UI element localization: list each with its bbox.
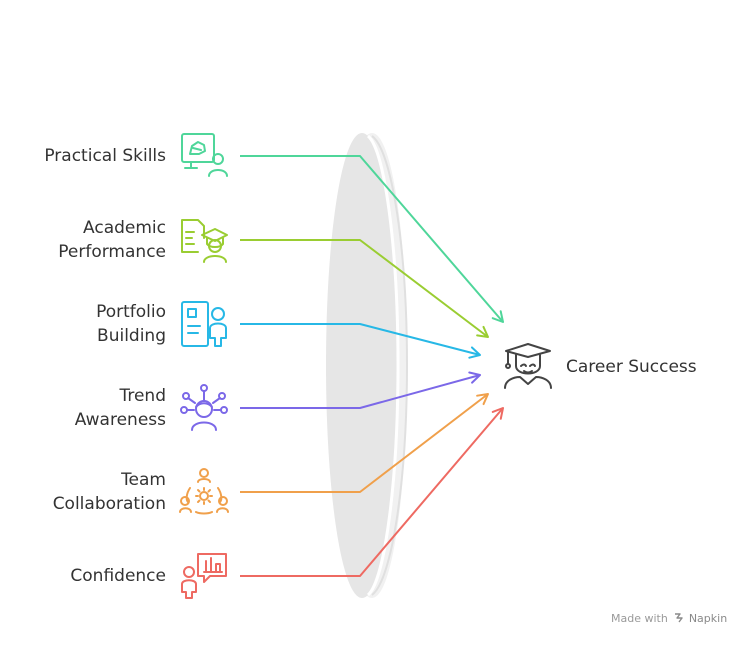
- speaker-presentation-icon: [181, 553, 227, 599]
- connector-2: [240, 239, 489, 338]
- graduate-person-icon: [504, 343, 552, 389]
- factor-label-line: Team: [121, 470, 166, 490]
- target-label: Career Success: [566, 357, 697, 377]
- presentation-icon: [181, 133, 228, 177]
- arrowhead: [491, 407, 504, 420]
- connector-3: [240, 323, 481, 359]
- connector-6: [240, 407, 504, 577]
- factor-label-6: Confidence: [70, 564, 166, 588]
- factor-label-line: Practical Skills: [44, 146, 166, 166]
- lens: [326, 133, 409, 598]
- credit[interactable]: Made with Napkin: [611, 612, 727, 625]
- arrowhead: [468, 346, 481, 359]
- lens-highlight: [366, 134, 400, 597]
- connector-5: [240, 393, 489, 493]
- napkin-logo-icon: [675, 613, 684, 623]
- network-person-icon: [180, 384, 228, 431]
- factor-label-1: Practical Skills: [44, 144, 166, 168]
- factor-label-line: Collaboration: [52, 494, 166, 514]
- arrowhead: [476, 325, 489, 338]
- factor-label-line: Awareness: [74, 410, 166, 430]
- credit-brand: Napkin: [688, 612, 728, 625]
- lens-body: [326, 133, 398, 598]
- connectors: [240, 155, 504, 577]
- factor-label-line: Portfolio: [96, 302, 166, 322]
- factor-label-line: Trend: [119, 386, 166, 406]
- arrowhead: [491, 310, 504, 323]
- connector-4: [240, 371, 481, 409]
- factor-label-line: Academic: [83, 218, 166, 238]
- arrowhead: [468, 371, 481, 384]
- arrowhead: [476, 393, 489, 406]
- portfolio-profile-icon: [181, 301, 227, 347]
- factor-label-line: Confidence: [70, 566, 166, 586]
- connector-1: [240, 155, 504, 323]
- graduate-document-icon: [181, 219, 228, 263]
- factor-label-line: Building: [97, 326, 166, 346]
- factor-icons: [179, 133, 229, 599]
- lens-rim: [371, 135, 409, 596]
- factor-label-line: Performance: [58, 242, 166, 262]
- team-gear-icon: [179, 468, 229, 515]
- credit-prefix: Made with: [611, 612, 668, 625]
